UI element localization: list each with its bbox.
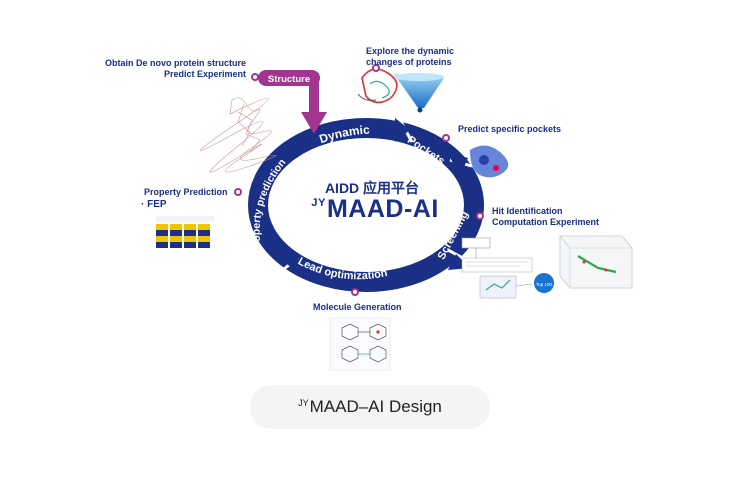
structure-tag-label: Structure bbox=[268, 74, 310, 85]
structure-arrow bbox=[258, 70, 327, 134]
structure-dot bbox=[251, 73, 259, 81]
dynamic-annotation: Explore the dynamic changes of proteins bbox=[366, 46, 454, 68]
dynamic-dot bbox=[372, 64, 380, 72]
caption: JYMAAD–AI Design bbox=[250, 385, 490, 429]
property-dot bbox=[234, 188, 242, 196]
caption-sup: JY bbox=[298, 398, 309, 408]
hit-annotation-line1: Hit Identification bbox=[492, 206, 563, 216]
center-title: AIDD 应用平台 bbox=[324, 180, 420, 196]
dynamic-annotation-line2: changes of proteins bbox=[366, 57, 452, 67]
pockets-annotation: Predict specific pockets bbox=[458, 124, 562, 134]
caption-text: MAAD–AI Design bbox=[309, 397, 442, 416]
pockets-dot bbox=[442, 134, 450, 142]
molecule-dot bbox=[351, 288, 359, 296]
cycle-ring bbox=[248, 118, 484, 292]
structure-annotation-line1: Obtain De novo protein structure bbox=[104, 58, 246, 68]
center-brand-text: MAAD-AI bbox=[326, 195, 439, 223]
fep-grid-image bbox=[156, 216, 214, 248]
protein-dynamics-image bbox=[357, 68, 444, 113]
caption-pill bbox=[250, 385, 490, 429]
center-brand-sup: JY bbox=[311, 197, 326, 209]
molecule-annotation: Molecule Generation bbox=[313, 302, 402, 312]
fep-annotation: · FEP bbox=[141, 199, 167, 210]
ring-chevrons bbox=[285, 118, 470, 276]
dynamic-annotation-line1: Explore the dynamic bbox=[366, 46, 455, 56]
molecule-generation-image bbox=[329, 317, 391, 371]
hit-annotation-line2: Computation Experiment bbox=[492, 217, 600, 227]
segment-lead-label: Lead optimization bbox=[296, 255, 389, 282]
hit-identification-image bbox=[461, 235, 633, 299]
protein-structure-image bbox=[200, 97, 276, 173]
hit-dot bbox=[476, 212, 484, 220]
segment-dynamic-label: Dynamic bbox=[317, 123, 370, 147]
segment-pockets-label: Pockets bbox=[405, 134, 447, 168]
center-brand: JYMAAD-AI bbox=[290, 195, 460, 224]
top100-label: Top 100 bbox=[536, 282, 553, 287]
pocket-image bbox=[470, 145, 509, 178]
property-annotation: Property Prediction bbox=[144, 187, 228, 197]
segment-property-label: Property prediction bbox=[251, 157, 289, 254]
structure-annotation: Obtain De novo protein structure Predict… bbox=[96, 58, 246, 80]
structure-annotation-line2: Predict Experiment bbox=[163, 69, 246, 79]
hit-annotation: Hit Identification Computation Experimen… bbox=[492, 206, 599, 228]
